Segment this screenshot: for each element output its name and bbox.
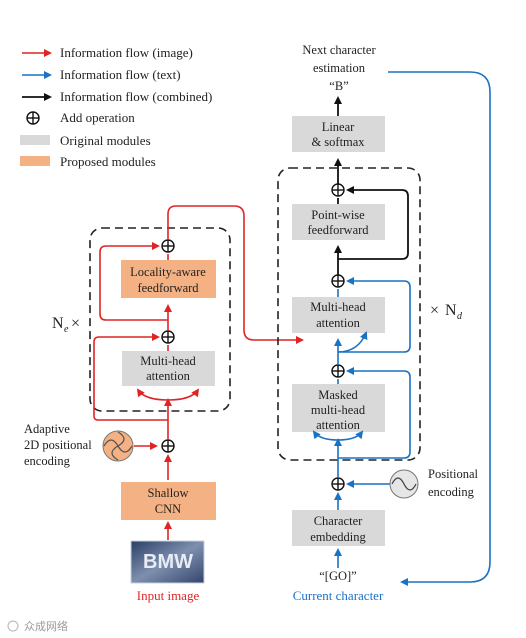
legend-proposed-swatch (20, 156, 50, 166)
encoder-mha-line2: attention (146, 369, 190, 383)
adaptive-positional-encoding-icon (102, 430, 134, 462)
encoder-add-posenc-icon (161, 439, 175, 453)
character-embedding-box (292, 510, 385, 546)
decoder-repeat-frame (277, 167, 421, 461)
masked-line1: Masked (318, 388, 358, 402)
decoder-repeat-times: × (430, 302, 439, 319)
legend-add-label: Add operation (60, 110, 135, 125)
current-character-label: Current character (293, 588, 384, 603)
output-line2: estimation (313, 61, 366, 75)
legend-add-icon (26, 111, 40, 125)
pointwise-feedforward-box (292, 204, 385, 240)
encoder-repeat-letter: N (52, 315, 64, 332)
cnn-line1: Shallow (148, 486, 189, 500)
decoder-combined-flow (334, 96, 409, 275)
masked-mha-box (292, 384, 385, 432)
encoder-add-mid-icon (161, 330, 175, 344)
watermark: 众成网络 (7, 619, 68, 633)
adaptive-pe-line3: encoding (24, 454, 71, 468)
encoder: Locality-aware feedforward Multi-head at… (24, 205, 304, 603)
encoder-add-top-icon (161, 239, 175, 253)
input-image-text: BMW (143, 551, 193, 573)
linear-softmax-box (292, 116, 385, 152)
go-token: “[GO]” (319, 569, 356, 583)
adaptive-pe-line1: Adaptive (24, 422, 70, 436)
decoder-add-posenc-icon (331, 477, 345, 491)
input-image-thumbnail: BMW (130, 540, 205, 584)
linear-line2: & softmax (311, 135, 365, 149)
decoder-repeat-sub: d (457, 311, 463, 322)
output-line1: Next character (302, 43, 376, 57)
char-emb-line2: embedding (310, 530, 366, 544)
posenc-line1: Positional (428, 467, 479, 481)
decoder-repeat-letter: N (445, 302, 457, 319)
legend-proposed-label: Proposed modules (60, 154, 156, 169)
pwff-line1: Point-wise (311, 208, 365, 222)
encoder-mha-line1: Multi-head (140, 354, 196, 368)
encoder-repeat-sub: e (64, 324, 69, 335)
decoder-add-mid-icon (331, 274, 345, 288)
locality-line2: feedforward (137, 281, 199, 295)
posenc-line2: encoding (428, 485, 475, 499)
legend-red-label: Information flow (image) (60, 45, 193, 60)
pwff-line2: feedforward (307, 223, 369, 237)
cnn-line2: CNN (155, 502, 181, 516)
encoder-repeat-times: × (71, 315, 80, 332)
locality-aware-feedforward-box (121, 260, 216, 298)
decoder-mha-line2: attention (316, 316, 360, 330)
masked-line3: attention (316, 418, 360, 432)
legend-blue-label: Information flow (text) (60, 67, 181, 82)
legend-original-swatch (20, 135, 50, 145)
encoder-image-flow (93, 205, 304, 540)
encoder-repeat-frame (89, 227, 231, 412)
watermark-text: 众成网络 (24, 619, 68, 633)
decoder-text-flow (312, 71, 491, 586)
decoder-mha-line1: Multi-head (310, 300, 366, 314)
positional-encoding-icon (389, 469, 419, 499)
legend: Information flow (image) Information flo… (20, 45, 212, 169)
shallow-cnn-box (121, 482, 216, 520)
linear-line1: Linear (322, 120, 355, 134)
decoder: Next character estimation “B” Linear & s… (277, 43, 491, 603)
adaptive-pe-line2: 2D positional (24, 438, 92, 452)
legend-original-label: Original modules (60, 133, 151, 148)
output-line3: “B” (329, 79, 348, 93)
locality-line1: Locality-aware (130, 265, 206, 279)
char-emb-line1: Character (314, 514, 363, 528)
masked-line2: multi-head (311, 403, 366, 417)
legend-black-label: Information flow (combined) (60, 89, 212, 104)
decoder-mha-box (292, 297, 385, 333)
input-image-label: Input image (137, 588, 200, 603)
decoder-add-low-icon (331, 364, 345, 378)
encoder-mha-box (122, 351, 215, 386)
decoder-add-top-icon (331, 183, 345, 197)
